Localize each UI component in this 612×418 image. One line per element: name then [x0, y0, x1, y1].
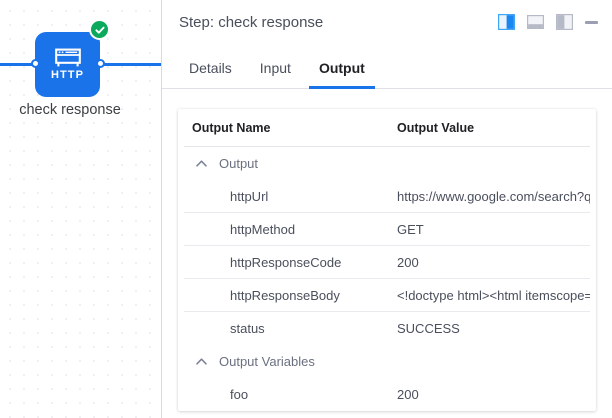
- dock-bottom-icon[interactable]: [527, 14, 544, 30]
- panel-header-actions: [498, 14, 598, 30]
- dock-left-icon[interactable]: [556, 14, 573, 30]
- edge-outgoing: [100, 63, 161, 66]
- check-circle-icon: [89, 19, 110, 40]
- output-name-cell: httpResponseCode: [230, 254, 342, 270]
- dock-right-icon[interactable]: [498, 14, 515, 30]
- edge-incoming: [0, 63, 37, 66]
- workflow-canvas[interactable]: HTTP check response: [0, 0, 161, 418]
- step-details-panel: Step: check response: [161, 0, 612, 418]
- output-value-cell: 200: [397, 254, 419, 270]
- output-value-cell: https://www.google.com/search?q=: [397, 188, 590, 204]
- output-name-cell: status: [230, 321, 265, 336]
- http-node-icon: [54, 48, 82, 68]
- tab-details[interactable]: Details: [189, 60, 232, 76]
- table-group-row[interactable]: Output Variables: [178, 345, 596, 378]
- panel-tabs: Details Input Output: [162, 44, 612, 89]
- table-row[interactable]: foo 200: [184, 378, 590, 411]
- table-row[interactable]: httpMethod GET: [184, 213, 590, 246]
- panel-header: Step: check response: [162, 0, 612, 44]
- page-title: Step: check response: [179, 13, 324, 31]
- table-row[interactable]: httpResponseCode 200: [184, 246, 590, 279]
- output-name-cell: httpResponseBody: [230, 287, 340, 303]
- table-row[interactable]: httpResponseBody <!doctype html><html it…: [184, 279, 590, 312]
- chevron-up-icon: [196, 160, 207, 167]
- output-name-cell: foo: [230, 387, 249, 402]
- tab-output[interactable]: Output: [308, 60, 375, 89]
- table-header-row: Output Name Output Value: [184, 109, 590, 147]
- table-group-label: Output Variables: [219, 354, 315, 369]
- tab-input[interactable]: Input: [259, 60, 291, 76]
- workflow-node-http[interactable]: HTTP: [35, 32, 100, 97]
- node-caption: check response: [19, 102, 121, 118]
- panel-body: Output Name Output Value Output httpUrl …: [162, 89, 612, 418]
- chevron-up-icon: [196, 358, 207, 365]
- http-node-icon-label: HTTP: [50, 69, 85, 81]
- output-value-cell: 200: [397, 387, 419, 402]
- table-row[interactable]: status SUCCESS: [184, 312, 590, 345]
- table-group-row[interactable]: Output: [178, 147, 596, 180]
- node-port-input[interactable]: [31, 59, 40, 68]
- output-value-cell: <!doctype html><html itemscope=": [397, 287, 590, 303]
- output-name-cell: httpMethod: [230, 221, 296, 237]
- minimize-icon[interactable]: [585, 20, 598, 24]
- output-value-cell: SUCCESS: [397, 321, 460, 336]
- output-table: Output Name Output Value Output httpUrl …: [178, 109, 596, 411]
- node-port-output[interactable]: [96, 59, 105, 68]
- output-value-cell: GET: [397, 221, 424, 237]
- table-group-label: Output: [219, 156, 259, 171]
- table-row[interactable]: httpUrl https://www.google.com/search?q=: [184, 180, 590, 213]
- column-header-output-value: Output Value: [397, 121, 475, 135]
- column-header-output-name: Output Name: [192, 121, 271, 135]
- output-name-cell: httpUrl: [230, 188, 269, 204]
